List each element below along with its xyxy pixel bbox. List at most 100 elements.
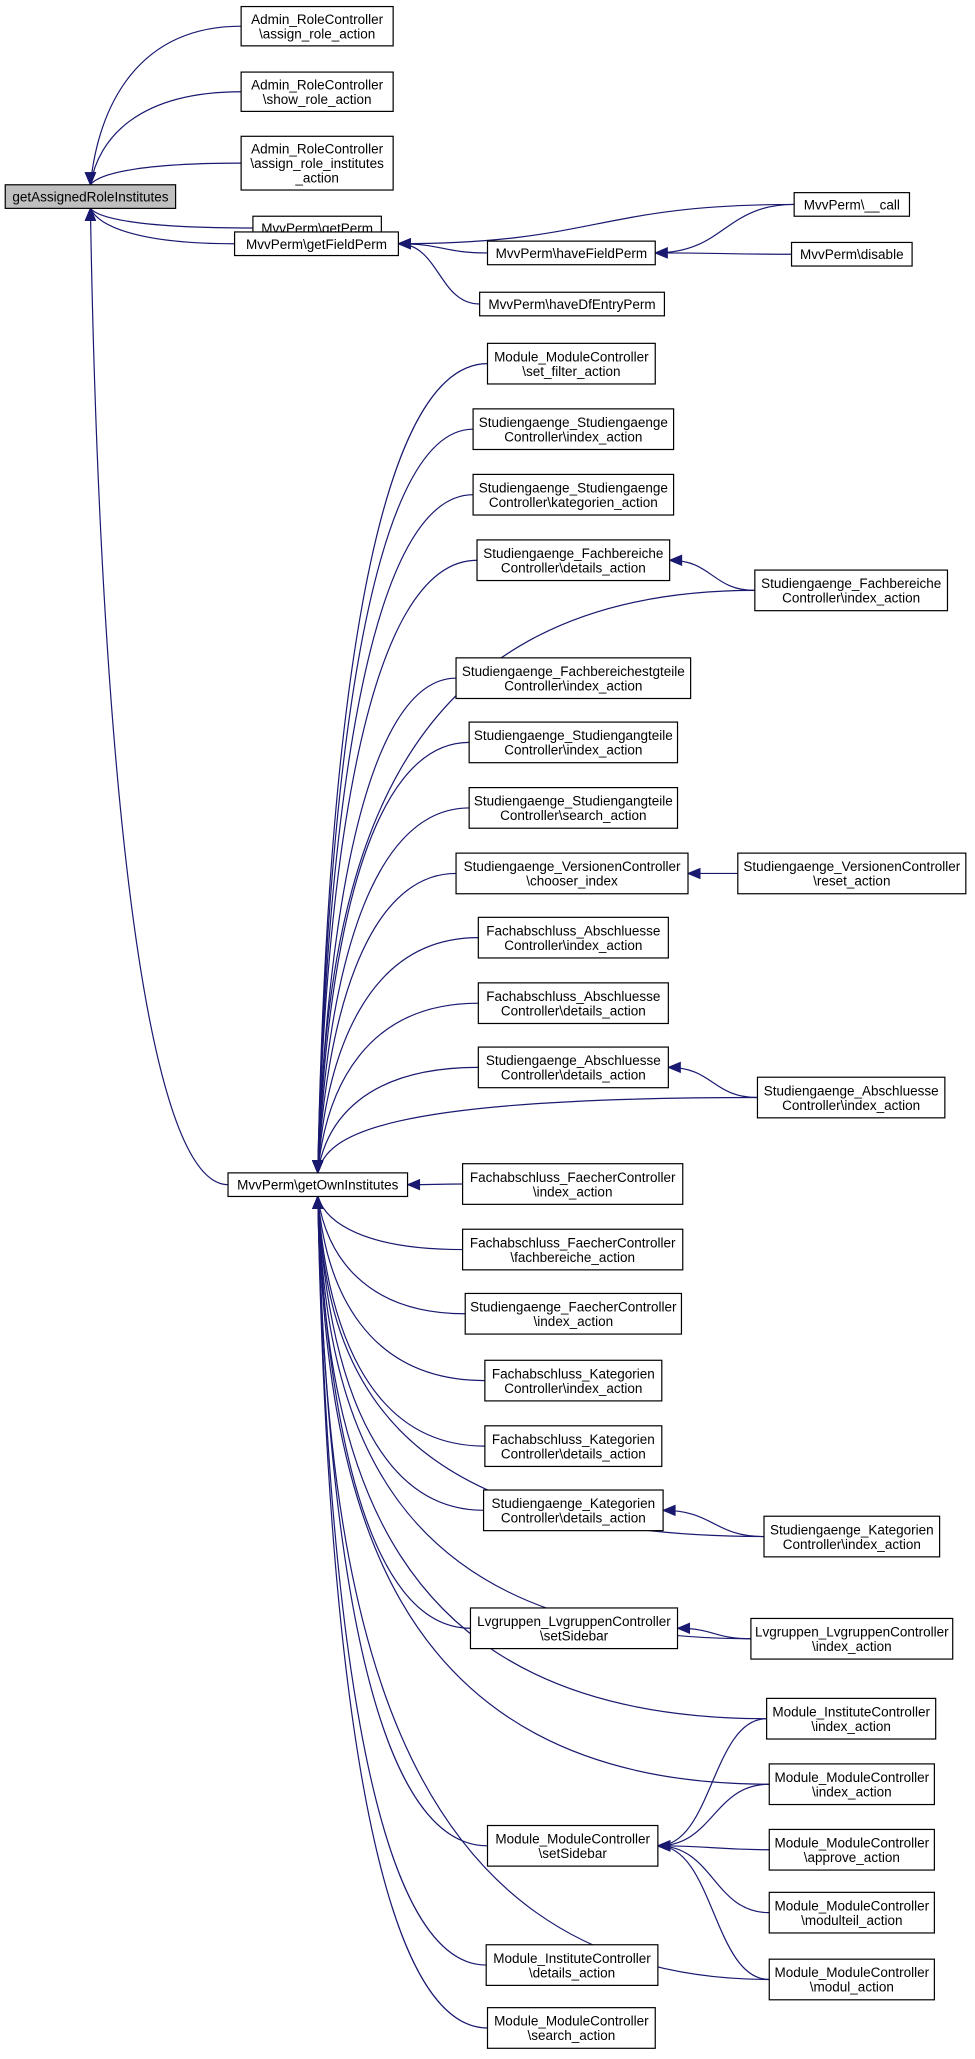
node-box <box>479 291 666 317</box>
edge-line <box>398 203 795 245</box>
node-box <box>472 408 675 451</box>
edge-fa-fae-fb-to-mvv-getowninst <box>312 1195 463 1251</box>
edge-line <box>657 1845 770 1981</box>
node-mm-modulteil[interactable]: Module_ModuleController\modulteil_action <box>768 1891 935 1934</box>
node-label-line: Module_ModuleController <box>775 1835 930 1850</box>
edge-mvv-getowninst-to-root <box>84 207 229 1186</box>
node-label-line: MvvPerm\disable <box>800 247 904 262</box>
edge-arc-assign-role-to-root <box>84 25 242 187</box>
node-label-line: MvvPerm\__call <box>804 197 900 212</box>
node-label-line: getAssignedRoleInstitutes <box>12 190 168 205</box>
node-mm-search[interactable]: Module_ModuleController\search_action <box>486 2007 656 2049</box>
node-sg-ver-chooser[interactable]: Studiengaenge_VersionenController\choose… <box>455 852 689 895</box>
node-label-line: \index_action <box>533 1184 613 1199</box>
edge-line <box>89 25 242 185</box>
edge-line <box>317 1196 484 1511</box>
node-sg-sgt-search[interactable]: Studiengaenge_StudiengangteileController… <box>468 787 679 829</box>
node-arc-show-role[interactable]: Admin_RoleController\show_role_action <box>240 71 394 112</box>
node-label-line: \index_action <box>812 1639 892 1654</box>
node-mvv-havedfentryperm[interactable]: MvvPerm\haveDfEntryPerm <box>479 291 666 317</box>
node-label-line: Studiengaenge_Studiengaenge <box>479 415 668 430</box>
node-root[interactable]: getAssignedRoleInstitutes <box>4 184 177 209</box>
node-mm-modul[interactable]: Module_ModuleController\modul_action <box>768 1958 935 2001</box>
node-sg-fbst-index[interactable]: Studiengaenge_FachbereichestgteileContro… <box>455 657 692 700</box>
node-mm-approve[interactable]: Module_ModuleController\approve_action <box>768 1828 935 1871</box>
node-mm-index[interactable]: Module_ModuleController\index_action <box>768 1763 935 1806</box>
node-mod-set-filter[interactable]: Module_ModuleController\set_filter_actio… <box>486 342 656 385</box>
edge-line <box>657 1845 770 1851</box>
edge-line <box>317 1096 758 1174</box>
node-label-line: Module_InstituteController <box>493 1951 651 1966</box>
edge-arc-assign-inst-to-root <box>84 162 242 187</box>
node-mvv-havefieldperm[interactable]: MvvPerm\haveFieldPerm <box>486 240 656 266</box>
edge-sg-abs-index-to-sg-abs-details <box>667 1061 758 1099</box>
node-mvv-disable[interactable]: MvvPerm\disable <box>790 241 913 267</box>
node-label-line: Lvgruppen_LvgruppenController <box>477 1614 671 1629</box>
node-sg-fb-details[interactable]: Studiengaenge_FachbereicheController\det… <box>476 539 671 582</box>
node-label-line: MvvPerm\getOwnInstitutes <box>237 1178 399 1193</box>
node-label-line: Module_ModuleController <box>775 1770 930 1785</box>
node-mm-sidebar[interactable]: Module_ModuleController\setSidebar <box>486 1824 659 1867</box>
edge-line <box>317 741 470 1173</box>
node-sg-sgt-index[interactable]: Studiengaenge_StudiengangteileController… <box>468 721 679 764</box>
node-lvg-sidebar[interactable]: Lvgruppen_LvgruppenController\setSidebar <box>469 1607 679 1650</box>
node-box <box>763 1515 941 1558</box>
edge-mi-details-to-mvv-getowninst <box>312 1195 487 1966</box>
node-box <box>484 1359 663 1402</box>
node-label-line: Studiengaenge_Studiengangteile <box>474 794 673 809</box>
node-sg-kategorien[interactable]: Studiengaenge_StudiengaengeController\ka… <box>472 473 675 516</box>
node-box <box>754 569 949 612</box>
node-label-line: Controller\details_action <box>501 1068 646 1083</box>
node-mi-index[interactable]: Module_InstituteController\index_action <box>766 1697 937 1740</box>
edge-line <box>657 1783 770 1847</box>
edge-line <box>317 494 474 1173</box>
edge-line <box>317 1196 463 1251</box>
node-sg-kat-details[interactable]: Studiengaenge_KategorienController\detai… <box>482 1489 664 1532</box>
node-label-line: Fachabschluss_FaecherController <box>470 1170 676 1185</box>
node-box <box>472 473 675 516</box>
node-label-line: Studiengaenge_Fachbereiche <box>761 576 941 591</box>
node-fa-kat-details[interactable]: Fachabschluss_KategorienController\detai… <box>484 1425 663 1468</box>
edge-fa-abs-details-to-mvv-getowninst <box>312 1002 479 1175</box>
node-sg-fb-index[interactable]: Studiengaenge_FachbereicheController\ind… <box>754 569 949 612</box>
node-label-line: Fachabschluss_Abschluesse <box>486 989 660 1004</box>
node-fa-fae-index[interactable]: Fachabschluss_FaecherController\index_ac… <box>462 1163 684 1205</box>
node-box <box>485 1944 659 1986</box>
node-label-line: \fachbereiche_action <box>510 1250 635 1265</box>
node-lvg-index[interactable]: Lvgruppen_LvgruppenController\index_acti… <box>750 1617 954 1660</box>
node-fa-abs-index[interactable]: Fachabschluss_AbschluesseController\inde… <box>477 916 669 959</box>
node-label-line: \set_filter_action <box>522 364 620 379</box>
edge-sg-kat-details-to-mvv-getowninst <box>312 1195 484 1511</box>
edge-sg-kategorien-to-mvv-getowninst <box>312 494 474 1175</box>
edge-sg-ver-reset-to-sg-ver-chooser <box>686 867 738 880</box>
node-label-line: Studiengaenge_Fachbereiche <box>483 546 663 561</box>
node-arc-assign-role[interactable]: Admin_RoleController\assign_role_action <box>240 5 394 47</box>
node-mvv-call[interactable]: MvvPerm\__call <box>793 192 911 217</box>
node-mi-details[interactable]: Module_InstituteController\details_actio… <box>485 1944 659 1986</box>
node-mvv-getfieldperm[interactable]: MvvPerm\getFieldPerm <box>233 231 399 257</box>
node-sg-index[interactable]: Studiengaenge_StudiengaengeController\in… <box>472 408 675 451</box>
node-sg-ver-reset[interactable]: Studiengaenge_VersionenController\reset_… <box>737 852 967 895</box>
edge-mvv-call-to-mvv-havefieldperm <box>653 203 795 259</box>
node-sg-fae-index[interactable]: Studiengaenge_FaecherController\index_ac… <box>464 1292 683 1335</box>
edge-sg-kat-index-to-sg-kat-details <box>661 1504 765 1538</box>
edge-line <box>89 207 253 229</box>
node-box <box>790 241 913 267</box>
node-sg-kat-index[interactable]: Studiengaenge_KategorienController\index… <box>763 1515 941 1558</box>
node-mvv-getowninst[interactable]: MvvPerm\getOwnInstitutes <box>227 1172 409 1198</box>
node-fa-abs-details[interactable]: Fachabschluss_AbschluesseController\deta… <box>477 982 669 1025</box>
node-label-line: \chooser_index <box>526 874 618 889</box>
node-label-line: Controller\details_action <box>501 1003 646 1018</box>
node-arc-assign-inst[interactable]: Admin_RoleController\assign_role_institu… <box>240 135 394 191</box>
node-sg-abs-index[interactable]: Studiengaenge_AbschluesseController\inde… <box>756 1076 946 1119</box>
edge-mvv-disable-to-mvv-havefieldperm <box>653 247 792 259</box>
node-fa-fae-fb[interactable]: Fachabschluss_FaecherController\fachbere… <box>462 1228 684 1271</box>
edge-line <box>89 208 235 245</box>
arrowhead <box>668 554 683 566</box>
node-label-line: \index_action <box>812 1784 892 1799</box>
edge-line <box>317 1196 485 1382</box>
node-fa-kat-index[interactable]: Fachabschluss_KategorienController\index… <box>484 1359 663 1402</box>
arrowhead <box>676 1622 691 1635</box>
node-sg-abs-details[interactable]: Studiengaenge_AbschluesseController\deta… <box>477 1046 669 1089</box>
node-box <box>240 5 394 47</box>
